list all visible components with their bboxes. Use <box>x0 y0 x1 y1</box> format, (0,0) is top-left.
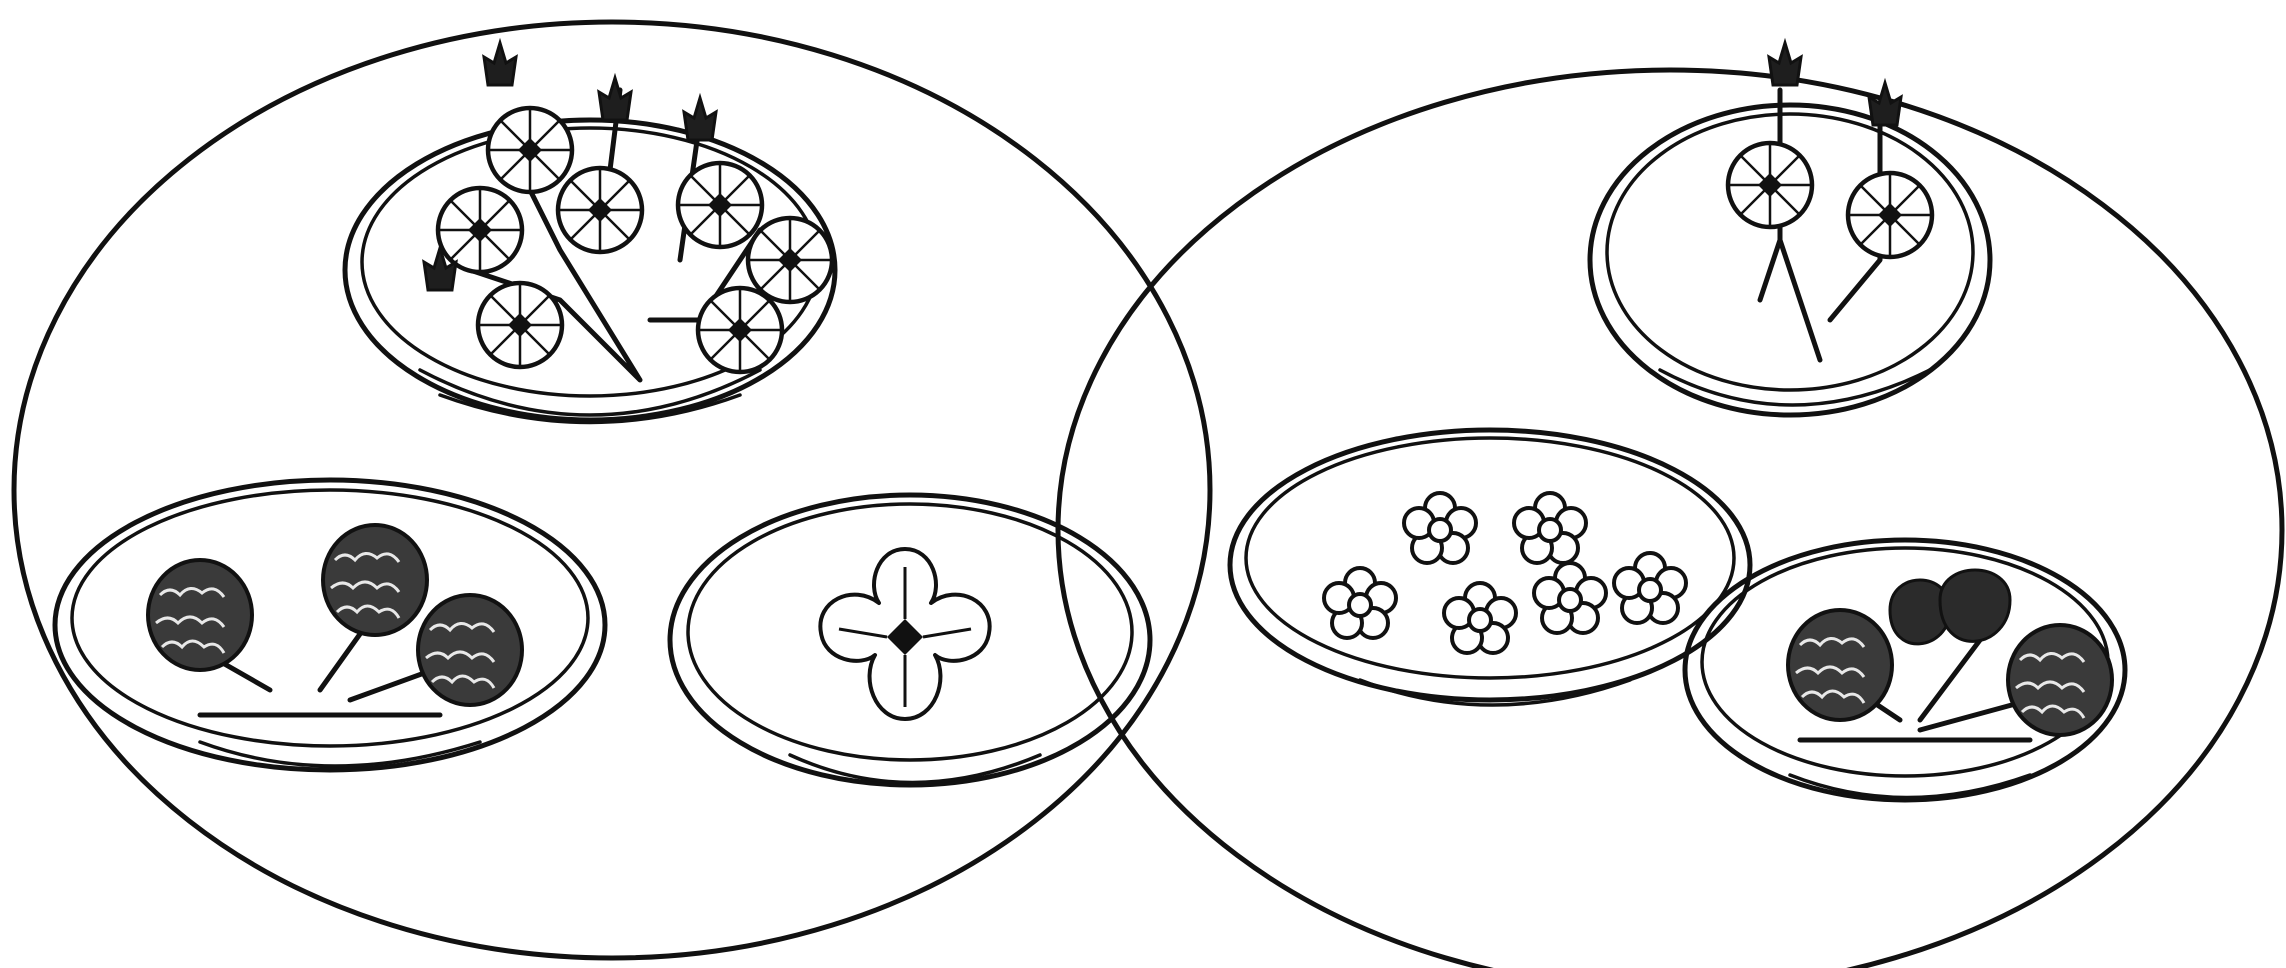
single-flower-icon <box>820 549 989 719</box>
small-flowers-icon <box>1324 493 1686 653</box>
right-group-circle <box>1058 70 2282 968</box>
left-bottom-left-dish <box>55 480 605 770</box>
flower-stems-icon <box>424 43 832 380</box>
curly-leaves-icon <box>148 525 522 715</box>
curly-leaves-icon <box>1788 570 2112 740</box>
flower-stems-icon <box>1728 43 1932 360</box>
